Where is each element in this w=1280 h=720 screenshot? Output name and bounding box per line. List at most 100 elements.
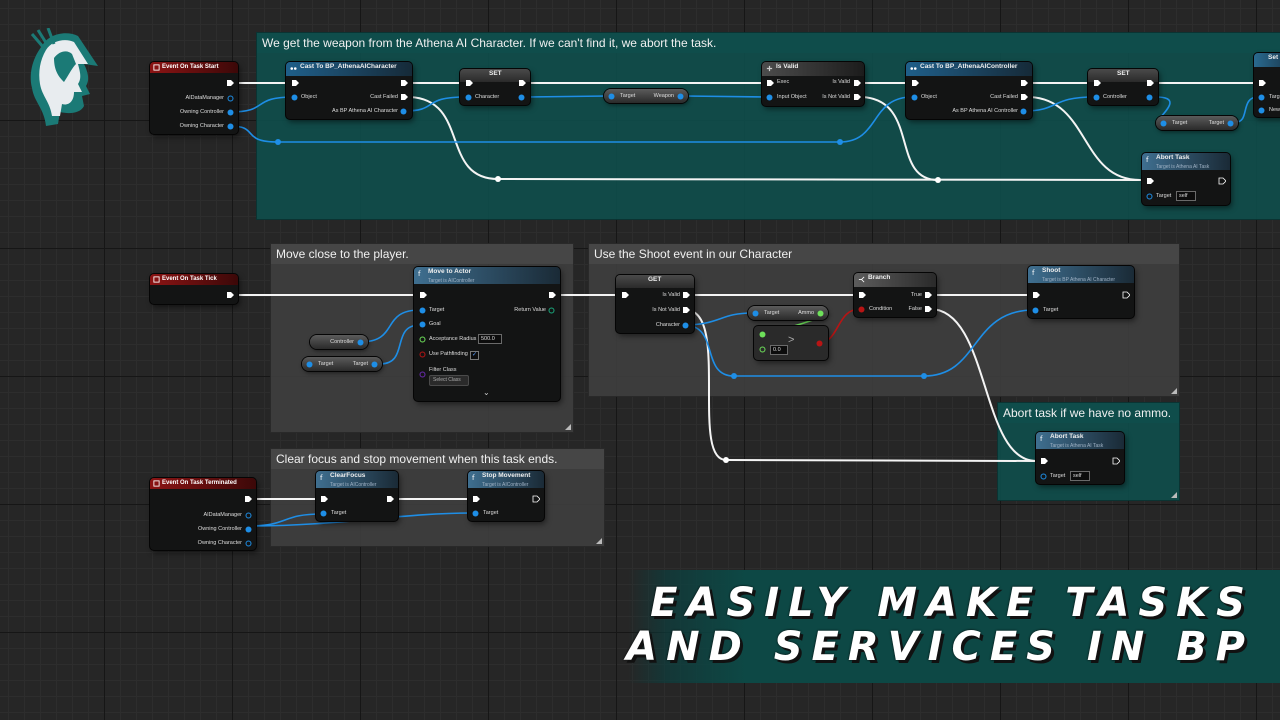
exec-out-pin[interactable] xyxy=(1020,93,1028,101)
target-self-field[interactable]: self xyxy=(1176,191,1196,201)
move-to-actor-node[interactable]: f Move to Actor Target is AIController T… xyxy=(414,267,560,401)
exec-out-pin[interactable] xyxy=(244,495,252,503)
exec-out-pin[interactable] xyxy=(386,495,394,503)
exec-in-pin[interactable] xyxy=(1146,177,1154,185)
set-controller-node[interactable]: SET Controller xyxy=(1088,69,1158,105)
object-out-pin[interactable] xyxy=(227,123,234,130)
resize-handle[interactable] xyxy=(1171,388,1177,394)
exec-out-pin[interactable] xyxy=(400,79,408,87)
exec-out-pin[interactable] xyxy=(548,291,556,299)
object-in-pin[interactable] xyxy=(419,321,426,328)
object-in-pin[interactable] xyxy=(306,361,313,368)
exec-out-pin[interactable] xyxy=(518,79,526,87)
object-in-pin[interactable] xyxy=(1032,307,1039,314)
class-in-pin[interactable] xyxy=(419,371,426,378)
exec-out-pin[interactable] xyxy=(400,93,408,101)
get-weapon-node[interactable]: Target Weapon xyxy=(604,89,688,103)
exec-out-pin[interactable] xyxy=(532,495,540,503)
bool-in-pin[interactable] xyxy=(419,351,426,358)
exec-in-pin[interactable] xyxy=(320,495,328,503)
exec-in-pin[interactable] xyxy=(1093,79,1101,87)
object-out-pin[interactable] xyxy=(1020,108,1027,115)
object-in-pin[interactable] xyxy=(472,510,479,517)
object-out-pin[interactable] xyxy=(245,540,252,547)
bool-out-pin[interactable] xyxy=(816,340,823,347)
exec-in-pin[interactable] xyxy=(1040,457,1048,465)
exec-out-pin[interactable] xyxy=(682,306,690,314)
get-validated-node[interactable]: GET Is Valid Is Not Valid Character xyxy=(616,275,694,333)
stop-movement-node[interactable]: f Stop Movement Target is AIController T… xyxy=(468,471,544,521)
event-on-task-tick-node[interactable]: Event On Task Tick xyxy=(150,274,238,304)
resize-handle[interactable] xyxy=(565,424,571,430)
object-in-pin[interactable] xyxy=(1093,94,1100,101)
object-in-pin[interactable] xyxy=(419,307,426,314)
exec-in-pin[interactable] xyxy=(291,79,299,87)
object-in-pin[interactable] xyxy=(911,94,918,101)
exec-in-pin[interactable] xyxy=(621,291,629,299)
enum-out-pin[interactable] xyxy=(548,307,555,314)
object-out-pin[interactable] xyxy=(518,94,525,101)
compare-value-field[interactable]: 0.0 xyxy=(770,345,788,355)
exec-out-pin[interactable] xyxy=(924,291,932,299)
cast-to-character-node[interactable]: Cast To BP_AthenaAICharacter Object Cast… xyxy=(286,62,412,119)
exec-out-pin[interactable] xyxy=(1112,457,1120,465)
controller-variable-node[interactable]: Controller xyxy=(310,335,368,349)
object-out-pin[interactable] xyxy=(227,95,234,102)
float-in-pin[interactable] xyxy=(419,336,426,343)
exec-in-pin[interactable] xyxy=(911,79,919,87)
object-out-pin[interactable] xyxy=(677,93,684,100)
object-in-pin[interactable] xyxy=(320,510,327,517)
exec-in-pin[interactable] xyxy=(766,79,774,87)
clear-focus-node[interactable]: f ClearFocus Target is AIController Targ… xyxy=(316,471,398,521)
exec-out-pin[interactable] xyxy=(682,291,690,299)
object-in-pin[interactable] xyxy=(1040,473,1047,480)
set-partial-node[interactable]: Set Targ New xyxy=(1254,53,1280,117)
exec-in-pin[interactable] xyxy=(472,495,480,503)
is-valid-node[interactable]: Is Valid Exec Is Valid Input Object Is N… xyxy=(762,62,864,106)
get-ammo-node[interactable]: Target Ammo xyxy=(748,306,828,320)
exec-out-pin[interactable] xyxy=(924,305,932,313)
object-out-pin[interactable] xyxy=(682,322,689,329)
object-out-pin[interactable] xyxy=(245,512,252,519)
object-out-pin[interactable] xyxy=(245,526,252,533)
object-in-pin[interactable] xyxy=(1160,120,1167,127)
event-on-task-start-node[interactable]: Event On Task Start AIDataManager Owning… xyxy=(150,62,238,134)
object-in-pin[interactable] xyxy=(608,93,615,100)
object-in-pin[interactable] xyxy=(291,94,298,101)
float-in-pin[interactable] xyxy=(759,346,766,353)
comment-box-weapon[interactable]: We get the weapon from the Athena AI Cha… xyxy=(256,32,1280,220)
shoot-node[interactable]: f Shoot Target is BP Athena AI Character… xyxy=(1028,266,1134,318)
object-out-pin[interactable] xyxy=(227,109,234,116)
exec-out-pin[interactable] xyxy=(1122,291,1130,299)
exec-in-pin[interactable] xyxy=(1258,79,1266,87)
float-in-pin[interactable] xyxy=(759,331,766,338)
exec-out-pin[interactable] xyxy=(1146,79,1154,87)
object-out-pin[interactable] xyxy=(357,339,364,346)
object-out-pin[interactable] xyxy=(1227,120,1234,127)
abort-task-node[interactable]: f Abort Task Target is Athena AI Task Ta… xyxy=(1142,153,1230,205)
cast-to-controller-node[interactable]: Cast To BP_AthenaAIController Object Cas… xyxy=(906,62,1032,119)
exec-out-pin[interactable] xyxy=(853,79,861,87)
object-in-pin[interactable] xyxy=(1258,94,1265,101)
float-out-pin[interactable] xyxy=(817,310,824,317)
bool-in-pin[interactable] xyxy=(858,306,865,313)
exec-out-pin[interactable] xyxy=(853,93,861,101)
resize-handle[interactable] xyxy=(596,538,602,544)
exec-out-pin[interactable] xyxy=(226,291,234,299)
object-in-pin[interactable] xyxy=(465,94,472,101)
exec-out-pin[interactable] xyxy=(1218,177,1226,185)
exec-in-pin[interactable] xyxy=(1032,291,1040,299)
object-in-pin[interactable] xyxy=(752,310,759,317)
exec-out-pin[interactable] xyxy=(1020,79,1028,87)
filter-class-select[interactable]: Select Class xyxy=(429,375,469,386)
use-pathfinding-checkbox[interactable]: ✓ xyxy=(470,351,479,360)
exec-out-pin[interactable] xyxy=(226,79,234,87)
resize-handle[interactable] xyxy=(1171,492,1177,498)
abort-task-no-ammo-node[interactable]: f Abort Task Target is Athena AI Task Ta… xyxy=(1036,432,1124,484)
object-out-pin[interactable] xyxy=(1146,94,1153,101)
exec-in-pin[interactable] xyxy=(465,79,473,87)
target-variable-node[interactable]: Target Target xyxy=(302,357,382,371)
object-in-pin[interactable] xyxy=(766,94,773,101)
branch-node[interactable]: Branch True Condition False xyxy=(854,273,936,317)
object-out-pin[interactable] xyxy=(400,108,407,115)
